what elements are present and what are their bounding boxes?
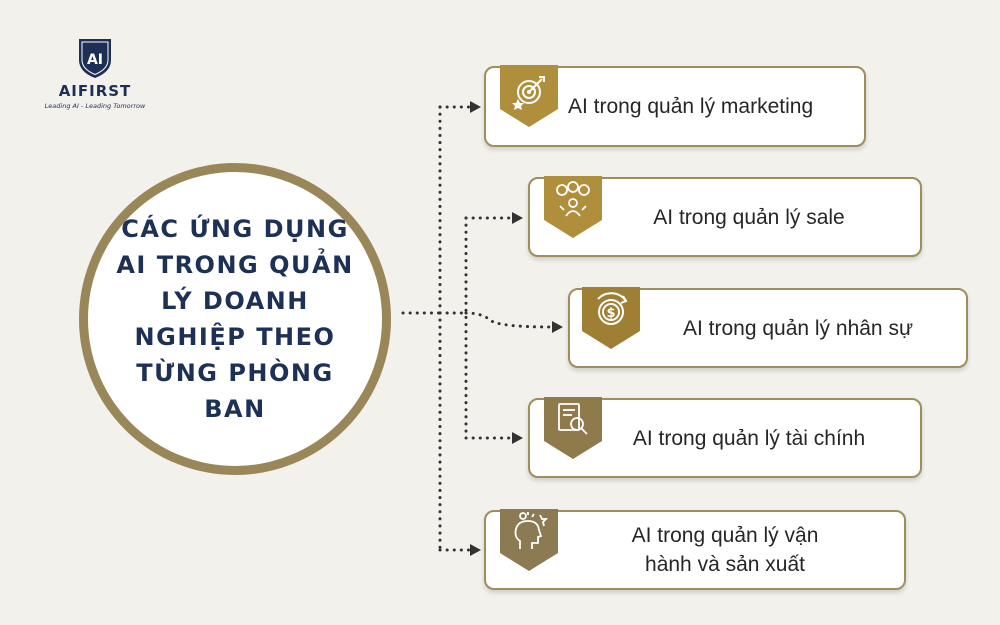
card-label-finance: AI trong quản lý tài chính	[632, 426, 866, 450]
arrowhead-4	[512, 432, 523, 444]
badge-operations	[498, 509, 560, 571]
card-label-operations: AI trong quản lý vận hành và sản xuất	[631, 524, 819, 576]
card-hr: $ AI trong quản lý nhân sự	[568, 287, 968, 368]
target-icon	[500, 65, 558, 127]
card-marketing: AI trong quản lý marketing	[484, 65, 866, 147]
card-finance: AI trong quản lý tài chính	[528, 397, 922, 478]
arrowhead-1	[470, 101, 481, 113]
card-sale: AI trong quản lý sale	[528, 176, 922, 257]
shield-logo-icon: AI	[79, 39, 111, 78]
head-lightbulb-icon	[500, 509, 558, 571]
arrowhead-2	[512, 212, 523, 224]
arrowhead-5	[470, 544, 481, 556]
sales-team-icon	[544, 176, 602, 238]
card-label-sale: AI trong quản lý sale	[653, 205, 845, 229]
document-magnifier-icon	[544, 397, 602, 459]
card-operations: AI trong quản lý vận hành và sản xuất	[484, 509, 906, 590]
card-label-hr: AI trong quản lý nhân sự	[682, 316, 914, 340]
card-label-marketing: AI trong quản lý marketing	[568, 95, 814, 118]
badge-hr: $	[580, 287, 642, 349]
connector-3	[464, 311, 554, 329]
logo-mark: AI	[87, 52, 103, 68]
money-gear-icon: $	[582, 287, 640, 349]
badge-sale	[542, 176, 604, 238]
arrowhead-3	[552, 321, 563, 333]
svg-text:$: $	[606, 306, 615, 321]
logo-name: AIFIRST	[58, 82, 132, 100]
center-title: CÁC ỨNG DỤNG AI TRONG QUẢN LÝ DOANH NGHI…	[116, 215, 354, 423]
badge-finance	[542, 397, 604, 459]
center-circle: CÁC ỨNG DỤNG AI TRONG QUẢN LÝ DOANH NGHI…	[79, 163, 391, 475]
logo: AI AIFIRST Leading AI - Leading Tomorrow	[40, 36, 150, 110]
logo-tagline: Leading AI - Leading Tomorrow	[44, 102, 146, 110]
badge-marketing	[498, 65, 560, 127]
